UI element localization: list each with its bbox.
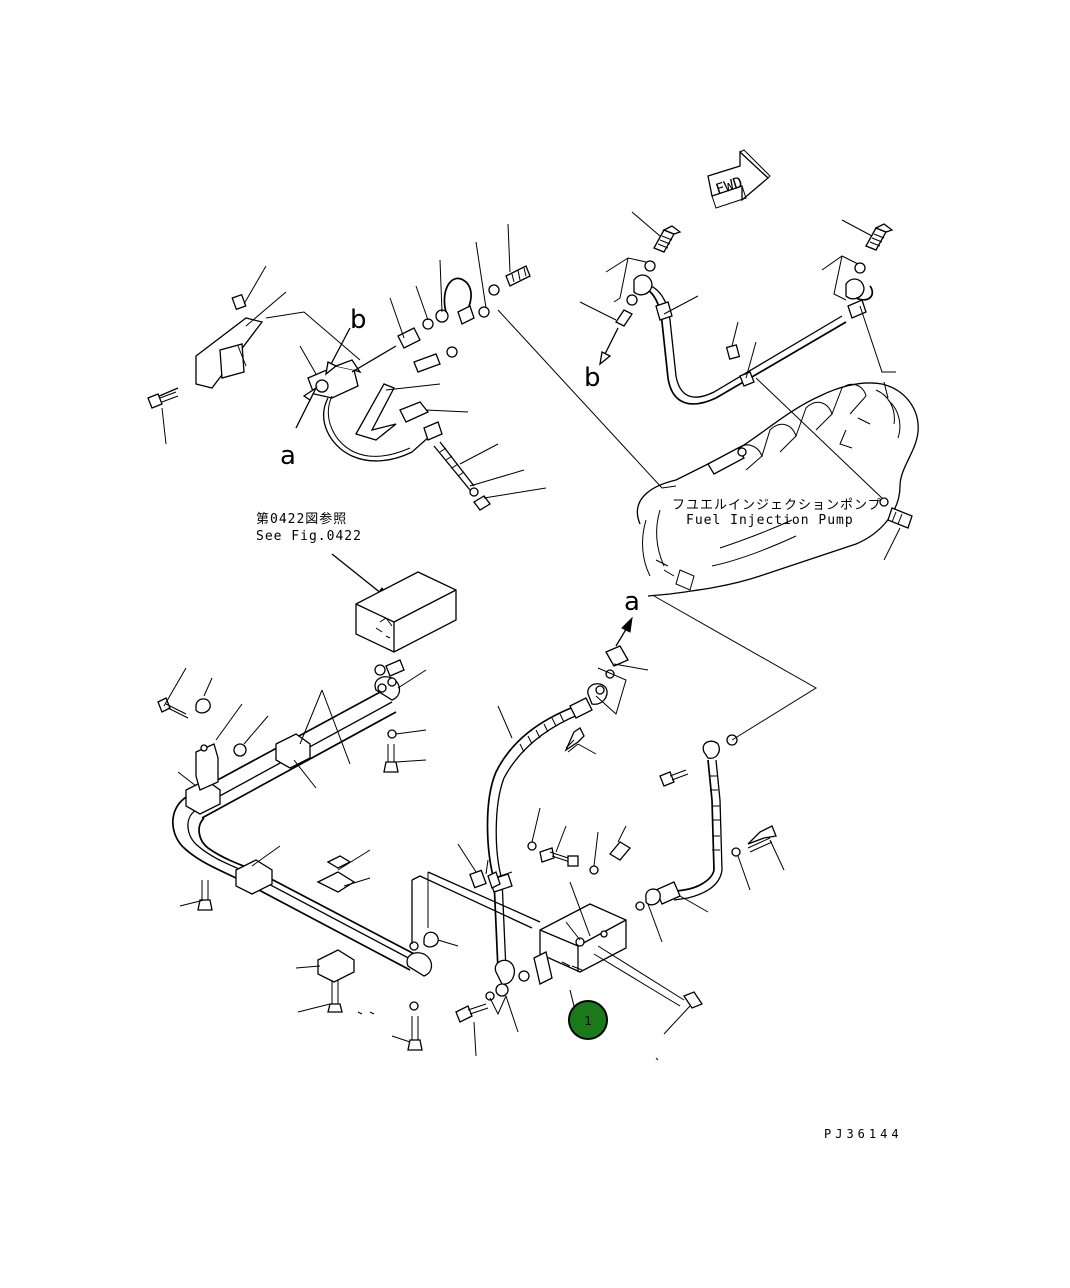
fuel-injection-pump-body [636,381,919,597]
upper-right-assembly [579,211,896,501]
see-fig-reference-en: See Fig.0422 [256,529,362,544]
part-callout-circle[interactable] [568,1000,608,1040]
part-callout-number: 1 [584,1014,591,1028]
drawing-code: PJ36144 [824,1127,903,1141]
detail-marker-b-upper: b [350,305,367,335]
see-fig-reference-jp: 第0422図参照 [256,511,347,527]
fuel-injection-pump-label-en: Fuel Injection Pump [686,513,854,528]
detail-marker-a-upper: a [280,441,296,471]
filter-block [355,571,457,653]
left-piping-assembly [157,659,459,1051]
center-hose-assembly [411,595,817,1061]
part-callout-1[interactable]: 1 [568,1000,608,1040]
fuel-injection-pump-label-jp: フユエルインジェクションポンプ [672,498,882,513]
forward-direction-arrow: FWD [707,149,771,209]
detail-marker-a-lower: a [624,587,640,617]
detail-marker-b-right: b [584,363,601,393]
upper-left-assembly [147,223,677,511]
